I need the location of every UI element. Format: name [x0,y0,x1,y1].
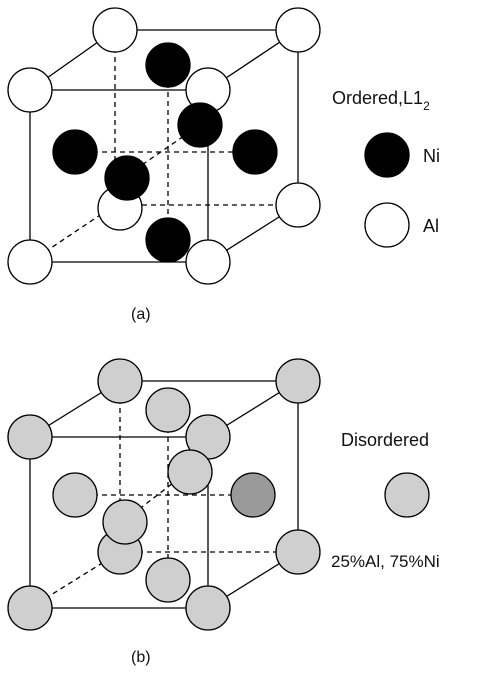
panel-a-atoms [7,7,321,285]
atom-mixed [185,585,231,631]
atom-mixed [145,387,191,433]
panel-b-atoms [7,358,321,631]
panel-b-caption: (b) [131,649,151,666]
atom-mixed-dark [230,472,276,518]
atom-mixed [97,358,143,404]
legend-mixed-swatch [384,472,430,518]
panel-b-title: Disordered [341,430,429,450]
atom-ni [232,129,278,175]
atom-ni [52,129,98,175]
panel-b [7,358,321,631]
atom-al [92,7,138,53]
atom-mixed [102,499,148,545]
legend-ni-label: Ni [423,146,440,166]
atom-mixed [7,585,53,631]
panel-a [7,7,321,285]
atom-ni [145,217,191,263]
atom-mixed [145,557,191,603]
atom-al [185,239,231,285]
atom-mixed [52,472,98,518]
legend-al-swatch [364,202,410,248]
atom-mixed [275,358,321,404]
atom-al [7,67,53,113]
atom-mixed [167,449,213,495]
atom-al [7,239,53,285]
legend-al-label: Al [423,216,439,236]
panel-a-title: Ordered,L12 [332,88,430,113]
atom-ni [104,155,150,201]
atom-mixed [275,529,321,575]
atom-ni [177,102,223,148]
panel-b-composition: 25%Al, 75%Ni [331,552,440,571]
legend-ni-swatch [364,132,410,178]
atom-mixed [7,414,53,460]
atom-al [275,7,321,53]
atom-ni [145,42,191,88]
panel-a-caption: (a) [131,306,151,323]
atom-al [275,182,321,228]
